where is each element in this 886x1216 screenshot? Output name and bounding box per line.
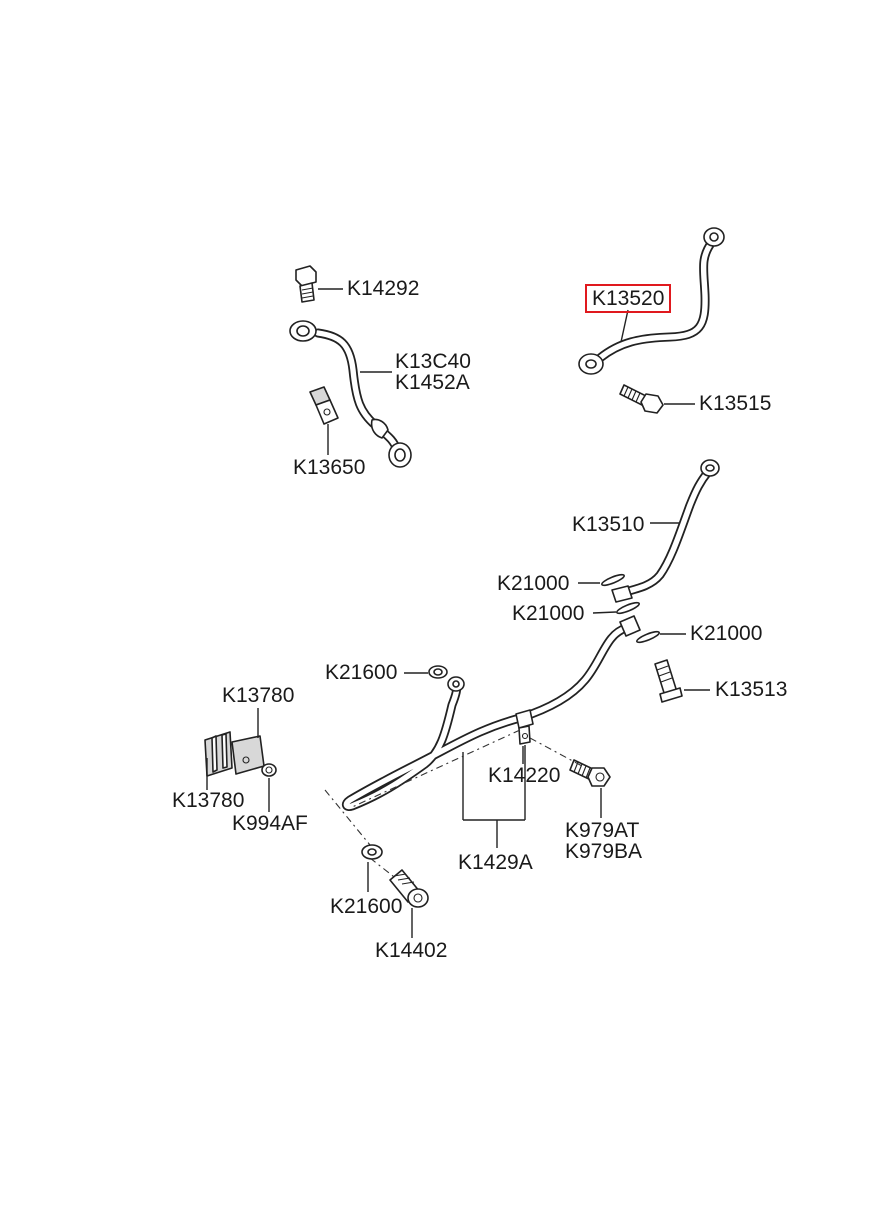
- pipe-k13520[interactable]: [578, 227, 725, 375]
- washer-k21600-bottom[interactable]: [361, 844, 383, 892]
- label-k14292[interactable]: K14292: [347, 277, 420, 300]
- label-k21000-b[interactable]: K21000: [512, 602, 585, 625]
- pipe-k13c40[interactable]: [289, 320, 412, 468]
- label-k13c40[interactable]: K13C40: [395, 350, 471, 373]
- bolt-k979at[interactable]: [569, 759, 611, 818]
- label-k21600-bottom[interactable]: K21600: [330, 895, 403, 918]
- eye-bolt-k13513[interactable]: [654, 659, 710, 703]
- clamp-k14220[interactable]: [515, 709, 534, 764]
- label-k979ba[interactable]: K979BA: [565, 840, 643, 863]
- label-k13520-highlighted[interactable]: K13520: [585, 284, 672, 313]
- label-k14220[interactable]: K14220: [488, 764, 561, 787]
- label-k13650[interactable]: K13650: [293, 456, 366, 479]
- pipe-k13510[interactable]: [611, 459, 720, 603]
- label-k994af[interactable]: K994AF: [232, 812, 308, 835]
- label-k13510[interactable]: K13510: [572, 513, 645, 536]
- label-k13780-top[interactable]: K13780: [222, 684, 295, 707]
- bolt-k13515[interactable]: [619, 384, 695, 414]
- o-ring-k21000-b[interactable]: [592, 601, 640, 616]
- nut-k994af[interactable]: [261, 763, 277, 812]
- clip-k13780[interactable]: [204, 708, 265, 790]
- bolt-k14292[interactable]: [295, 265, 343, 303]
- label-k13513[interactable]: K13513: [715, 678, 788, 701]
- label-k1452a[interactable]: K1452A: [395, 371, 470, 394]
- label-k21000-c[interactable]: K21000: [690, 622, 763, 645]
- o-ring-k21000-c[interactable]: [636, 630, 686, 645]
- clip-k13650[interactable]: [309, 386, 339, 455]
- pipe-k1429a[interactable]: [341, 615, 641, 848]
- washer-k21600-top[interactable]: [404, 665, 448, 679]
- label-k979at[interactable]: K979AT: [565, 819, 640, 842]
- o-ring-k21000-a[interactable]: [578, 573, 625, 588]
- label-k21000-a[interactable]: K21000: [497, 572, 570, 595]
- eye-bolt-k14402[interactable]: [389, 869, 429, 938]
- label-k1429a[interactable]: K1429A: [458, 851, 533, 874]
- label-k14402[interactable]: K14402: [375, 939, 448, 962]
- assembly-line-bolt: [529, 737, 583, 767]
- label-k21600-top[interactable]: K21600: [325, 661, 398, 684]
- assembly-line-clamp: [349, 729, 521, 809]
- assembly-line-washer: [324, 789, 371, 846]
- label-k13780-bottom[interactable]: K13780: [172, 789, 245, 812]
- label-k13515[interactable]: K13515: [699, 392, 772, 415]
